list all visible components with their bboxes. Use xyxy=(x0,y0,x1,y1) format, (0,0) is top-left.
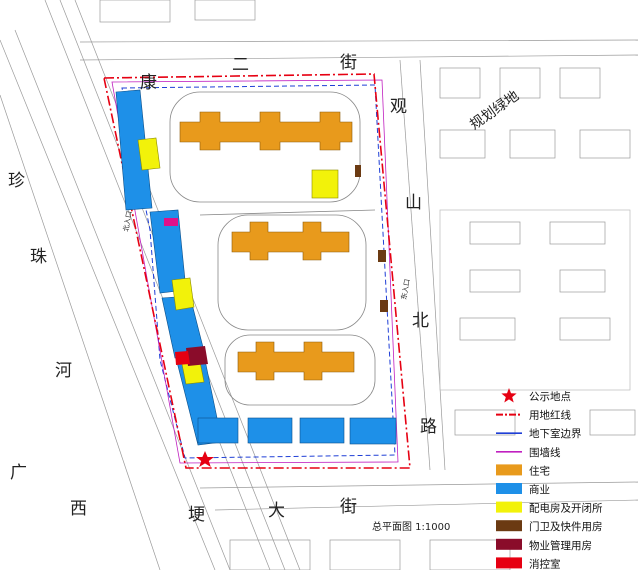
legend-label: 配电房及开闭所 xyxy=(529,502,603,515)
street-labels: 康 二 街 观 山 北 路 珍 珠 河 广 西 埂 大 街 xyxy=(8,53,437,525)
north-street-char-0: 康 xyxy=(140,73,157,93)
east-street-char-3: 路 xyxy=(420,417,437,437)
legend-item: 用地红线 xyxy=(496,409,571,422)
legend-symbol xyxy=(496,501,522,513)
west-street-char-2: 河 xyxy=(55,361,72,381)
legend-item: 公示地点 xyxy=(501,388,571,403)
internal-roads xyxy=(169,91,376,406)
legend-item: 物业管理用房 xyxy=(496,538,592,552)
legend-symbol xyxy=(496,557,522,569)
legend-label: 商业 xyxy=(529,483,550,496)
legend-symbol xyxy=(501,388,517,403)
legend: 公示地点用地红线地下室边界围墙线住宅商业配电房及开闭所门卫及快件用房物业管理用房… xyxy=(496,388,603,570)
district-label: 规划绿地 xyxy=(467,88,522,133)
residential-blocks xyxy=(179,111,355,381)
legend-item: 商业 xyxy=(496,483,550,496)
south-street-char-4: 街 xyxy=(340,497,357,517)
fire-control-room xyxy=(175,351,190,365)
west-street-char-0: 珍 xyxy=(8,171,25,191)
legend-item: 门卫及快件用房 xyxy=(496,520,603,533)
legend-item: 住宅 xyxy=(496,464,550,477)
property-mgmt-room xyxy=(186,346,208,366)
legend-label: 物业管理用房 xyxy=(529,539,592,552)
power-rooms xyxy=(137,137,339,385)
boundaries xyxy=(103,73,411,469)
east-street-char-1: 山 xyxy=(405,193,422,213)
notice-location-star xyxy=(196,451,214,467)
basement-boundary xyxy=(121,84,396,459)
legend-label: 用地红线 xyxy=(529,409,571,422)
site-red-line xyxy=(103,73,411,469)
legend-symbol xyxy=(496,538,522,550)
legend-label: 围墙线 xyxy=(529,446,561,459)
north-gate-label: 北入口 xyxy=(122,210,134,232)
legend-item: 消控室 xyxy=(496,557,561,570)
south-street-char-1: 西 xyxy=(70,499,87,519)
gate-houses xyxy=(355,165,388,312)
east-gate-label: 东入口 xyxy=(399,278,412,300)
legend-item: 配电房及开闭所 xyxy=(496,501,603,515)
garbage-point xyxy=(164,218,178,226)
south-street-char-3: 大 xyxy=(268,501,285,521)
north-street-char-1: 二 xyxy=(232,55,249,75)
legend-label: 住宅 xyxy=(529,464,550,477)
wall-line xyxy=(111,79,399,464)
plan-caption: 总平面图 1:1000 xyxy=(372,520,450,533)
legend-item: 围墙线 xyxy=(496,446,561,459)
legend-label: 消控室 xyxy=(529,557,561,570)
south-street-char-0: 广 xyxy=(10,463,27,483)
west-street-char-1: 珠 xyxy=(30,247,47,267)
east-street-char-0: 观 xyxy=(390,97,407,117)
commercial-blocks xyxy=(115,89,397,446)
legend-label: 门卫及快件用房 xyxy=(529,520,603,533)
south-street-char-2: 埂 xyxy=(188,505,205,525)
legend-label: 公示地点 xyxy=(529,390,571,403)
legend-item: 地下室边界 xyxy=(496,427,582,440)
legend-symbol xyxy=(496,464,522,476)
north-street-char-2: 街 xyxy=(340,53,357,73)
legend-symbol xyxy=(496,483,522,494)
east-street-char-2: 北 xyxy=(412,311,429,331)
legend-label: 地下室边界 xyxy=(529,427,582,440)
legend-symbol xyxy=(496,520,522,532)
